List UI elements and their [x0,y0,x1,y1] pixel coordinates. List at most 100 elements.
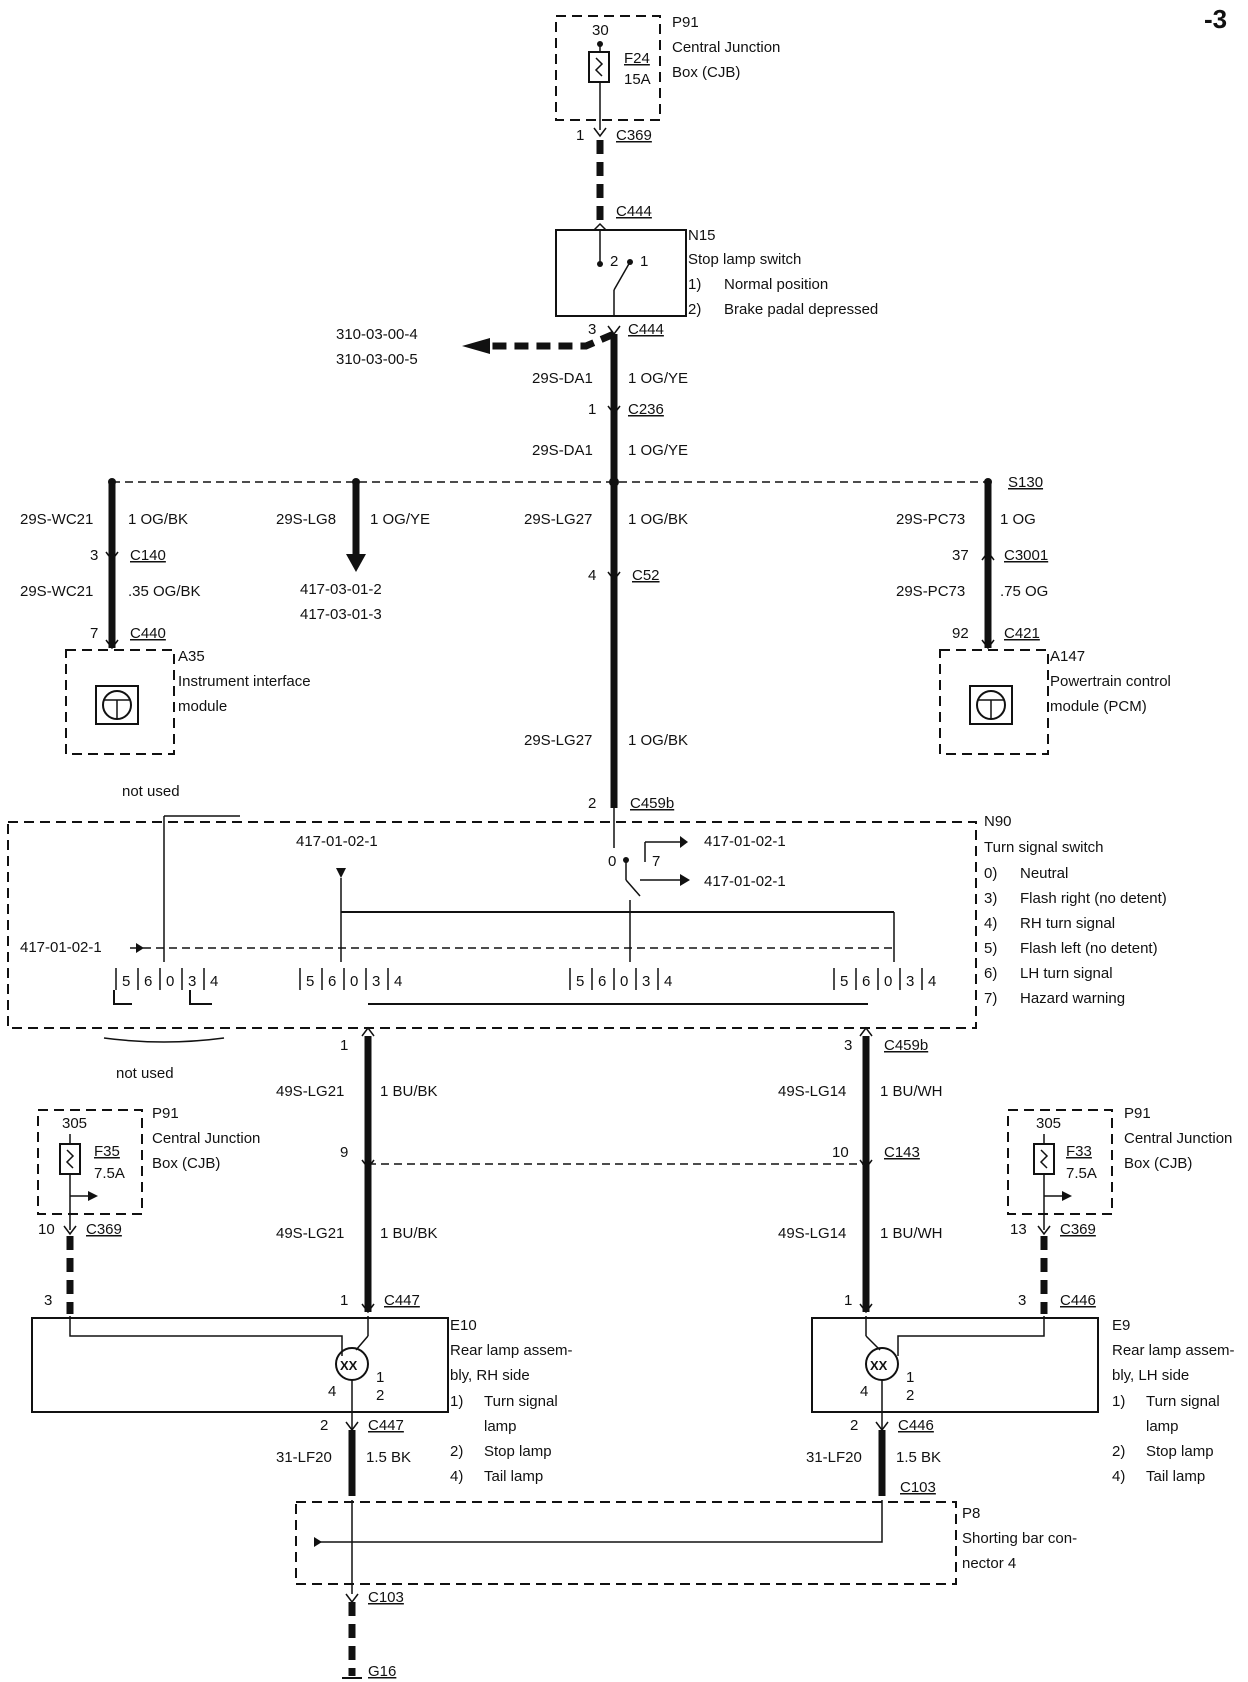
switch-contact-label: 6 [144,973,152,990]
svg-text:Powertrain control: Powertrain control [1050,673,1171,690]
lamp-item-text: Turn signal [1146,1393,1220,1410]
legend-key: 6) [984,965,997,982]
legend-key: 3) [984,890,997,907]
switch-contact-label: 6 [328,973,336,990]
svg-text:29S-PC73: 29S-PC73 [896,511,965,528]
svg-text:Central Junction: Central Junction [672,39,780,56]
svg-text:Rear lamp assem-: Rear lamp assem- [450,1342,573,1359]
svg-text:N90: N90 [984,813,1012,830]
svg-text:10: 10 [38,1221,55,1238]
svg-text:1: 1 [340,1037,348,1054]
cjb-right: 305 F33 7.5A P91 Central Junction Box (C… [1007,1105,1232,1314]
svg-text:49S-LG14: 49S-LG14 [778,1083,846,1100]
svg-text:1 OG/BK: 1 OG/BK [628,732,688,749]
svg-text:1 OG/YE: 1 OG/YE [628,370,688,387]
svg-text:Central Junction: Central Junction [152,1130,260,1147]
legend-key: 5) [984,940,997,957]
switch-contact-label: 5 [122,973,130,990]
svg-text:1: 1 [576,127,584,144]
svg-text:C103: C103 [900,1479,936,1496]
svg-text:C143: C143 [884,1144,920,1161]
switch-contact-label: 3 [372,973,380,990]
svg-text:A147: A147 [1050,648,1085,665]
svg-text:49S-LG21: 49S-LG21 [276,1225,344,1242]
svg-text:Central Junction: Central Junction [1124,1130,1232,1147]
branch-b: 29S-LG8 1 OG/YE 417-03-01-2 417-03-01-3 [276,482,430,623]
svg-text:P8: P8 [962,1505,980,1522]
svg-text:Box (CJB): Box (CJB) [152,1155,220,1172]
svg-text:1: 1 [844,1292,852,1309]
legend-text: Flash right (no detent) [1020,890,1167,907]
svg-text:P91: P91 [152,1105,179,1122]
lamp-item-text: lamp [1146,1418,1179,1435]
svg-text:1 OG/BK: 1 OG/BK [628,511,688,528]
lamp-item-key: 4) [1112,1468,1125,1485]
svg-text:Instrument interface: Instrument interface [178,673,311,690]
svg-text:7: 7 [90,625,98,642]
branch-iim: 29S-WC21 1 OG/BK 3 C140 29S-WC21 .35 OG/… [20,482,311,755]
svg-text:2: 2 [850,1417,858,1434]
svg-text:E10: E10 [450,1317,477,1334]
svg-text:C369: C369 [1060,1221,1096,1238]
svg-text:1 OG/YE: 1 OG/YE [370,511,430,528]
svg-text:.35 OG/BK: .35 OG/BK [128,583,201,600]
svg-text:49S-LG14: 49S-LG14 [778,1225,846,1242]
left-output: 1 49S-LG21 1 BU/BK 9 49S-LG21 1 BU/BK 1 … [276,1026,438,1314]
turn-signal-switch: not used 417-01-02-1 0 7 417-01-02-1 417… [7,783,1167,1082]
svg-text:C236: C236 [628,401,664,418]
svg-text:417-01-02-1: 417-01-02-1 [704,833,786,850]
svg-text:1 BU/WH: 1 BU/WH [880,1083,943,1100]
svg-text:31-LF20: 31-LF20 [806,1449,862,1466]
svg-text:F35: F35 [94,1143,120,1160]
lamp-item-text: Tail lamp [1146,1468,1205,1485]
legend-text: RH turn signal [1020,915,1115,932]
svg-text:C446: C446 [898,1417,934,1434]
svg-text:P91: P91 [672,14,699,31]
svg-text:1: 1 [906,1369,914,1386]
svg-text:XX: XX [340,1358,358,1373]
svg-text:10: 10 [832,1144,849,1161]
switch-contact-label: 0 [166,973,174,990]
svg-text:F24: F24 [624,50,650,67]
svg-text:2: 2 [588,795,596,812]
svg-text:C369: C369 [616,127,652,144]
svg-text:C446: C446 [1060,1292,1096,1309]
lamp-item-key: 2) [450,1443,463,1460]
legend-key: 4) [984,915,997,932]
svg-text:Rear lamp assem-: Rear lamp assem- [1112,1342,1235,1359]
svg-text:31-LF20: 31-LF20 [276,1449,332,1466]
svg-text:4: 4 [860,1383,868,1400]
svg-text:E9: E9 [1112,1317,1130,1334]
svg-text:310-03-00-4: 310-03-00-4 [336,326,418,343]
svg-text:Box (CJB): Box (CJB) [1124,1155,1192,1172]
lamp-item-key: 4) [450,1468,463,1485]
svg-text:Brake padal depressed: Brake padal depressed [724,301,878,318]
svg-text:92: 92 [952,625,969,642]
svg-text:C3001: C3001 [1004,547,1048,564]
svg-text:7.5A: 7.5A [1066,1165,1097,1182]
svg-text:2: 2 [320,1417,328,1434]
svg-text:2: 2 [376,1387,384,1404]
svg-text:3: 3 [44,1292,52,1309]
branch-c: 29S-LG27 1 OG/BK 4 C52 29S-LG27 1 OG/BK … [524,511,688,812]
svg-text:C103: C103 [368,1589,404,1606]
svg-text:3: 3 [588,321,596,338]
svg-text:3: 3 [844,1037,852,1054]
legend-key: 0) [984,865,997,882]
svg-text:29S-LG8: 29S-LG8 [276,511,336,528]
svg-text:1.5 BK: 1.5 BK [896,1449,941,1466]
svg-text:310-03-00-5: 310-03-00-5 [336,351,418,368]
switch-contact-label: 4 [210,973,218,990]
svg-text:29S-LG27: 29S-LG27 [524,732,592,749]
legend-text: Neutral [1020,865,1068,882]
svg-text:1 BU/BK: 1 BU/BK [380,1083,438,1100]
svg-text:3: 3 [90,547,98,564]
lamp-item-key: 2) [1112,1443,1125,1460]
svg-text:C440: C440 [130,625,166,642]
svg-text:S130: S130 [1008,474,1043,491]
svg-text:13: 13 [1010,1221,1027,1238]
svg-text:0: 0 [608,853,616,870]
lamp-lh: XX 4 1 2 E9 Rear lamp assem- bly, LH sid… [806,1316,1235,1496]
